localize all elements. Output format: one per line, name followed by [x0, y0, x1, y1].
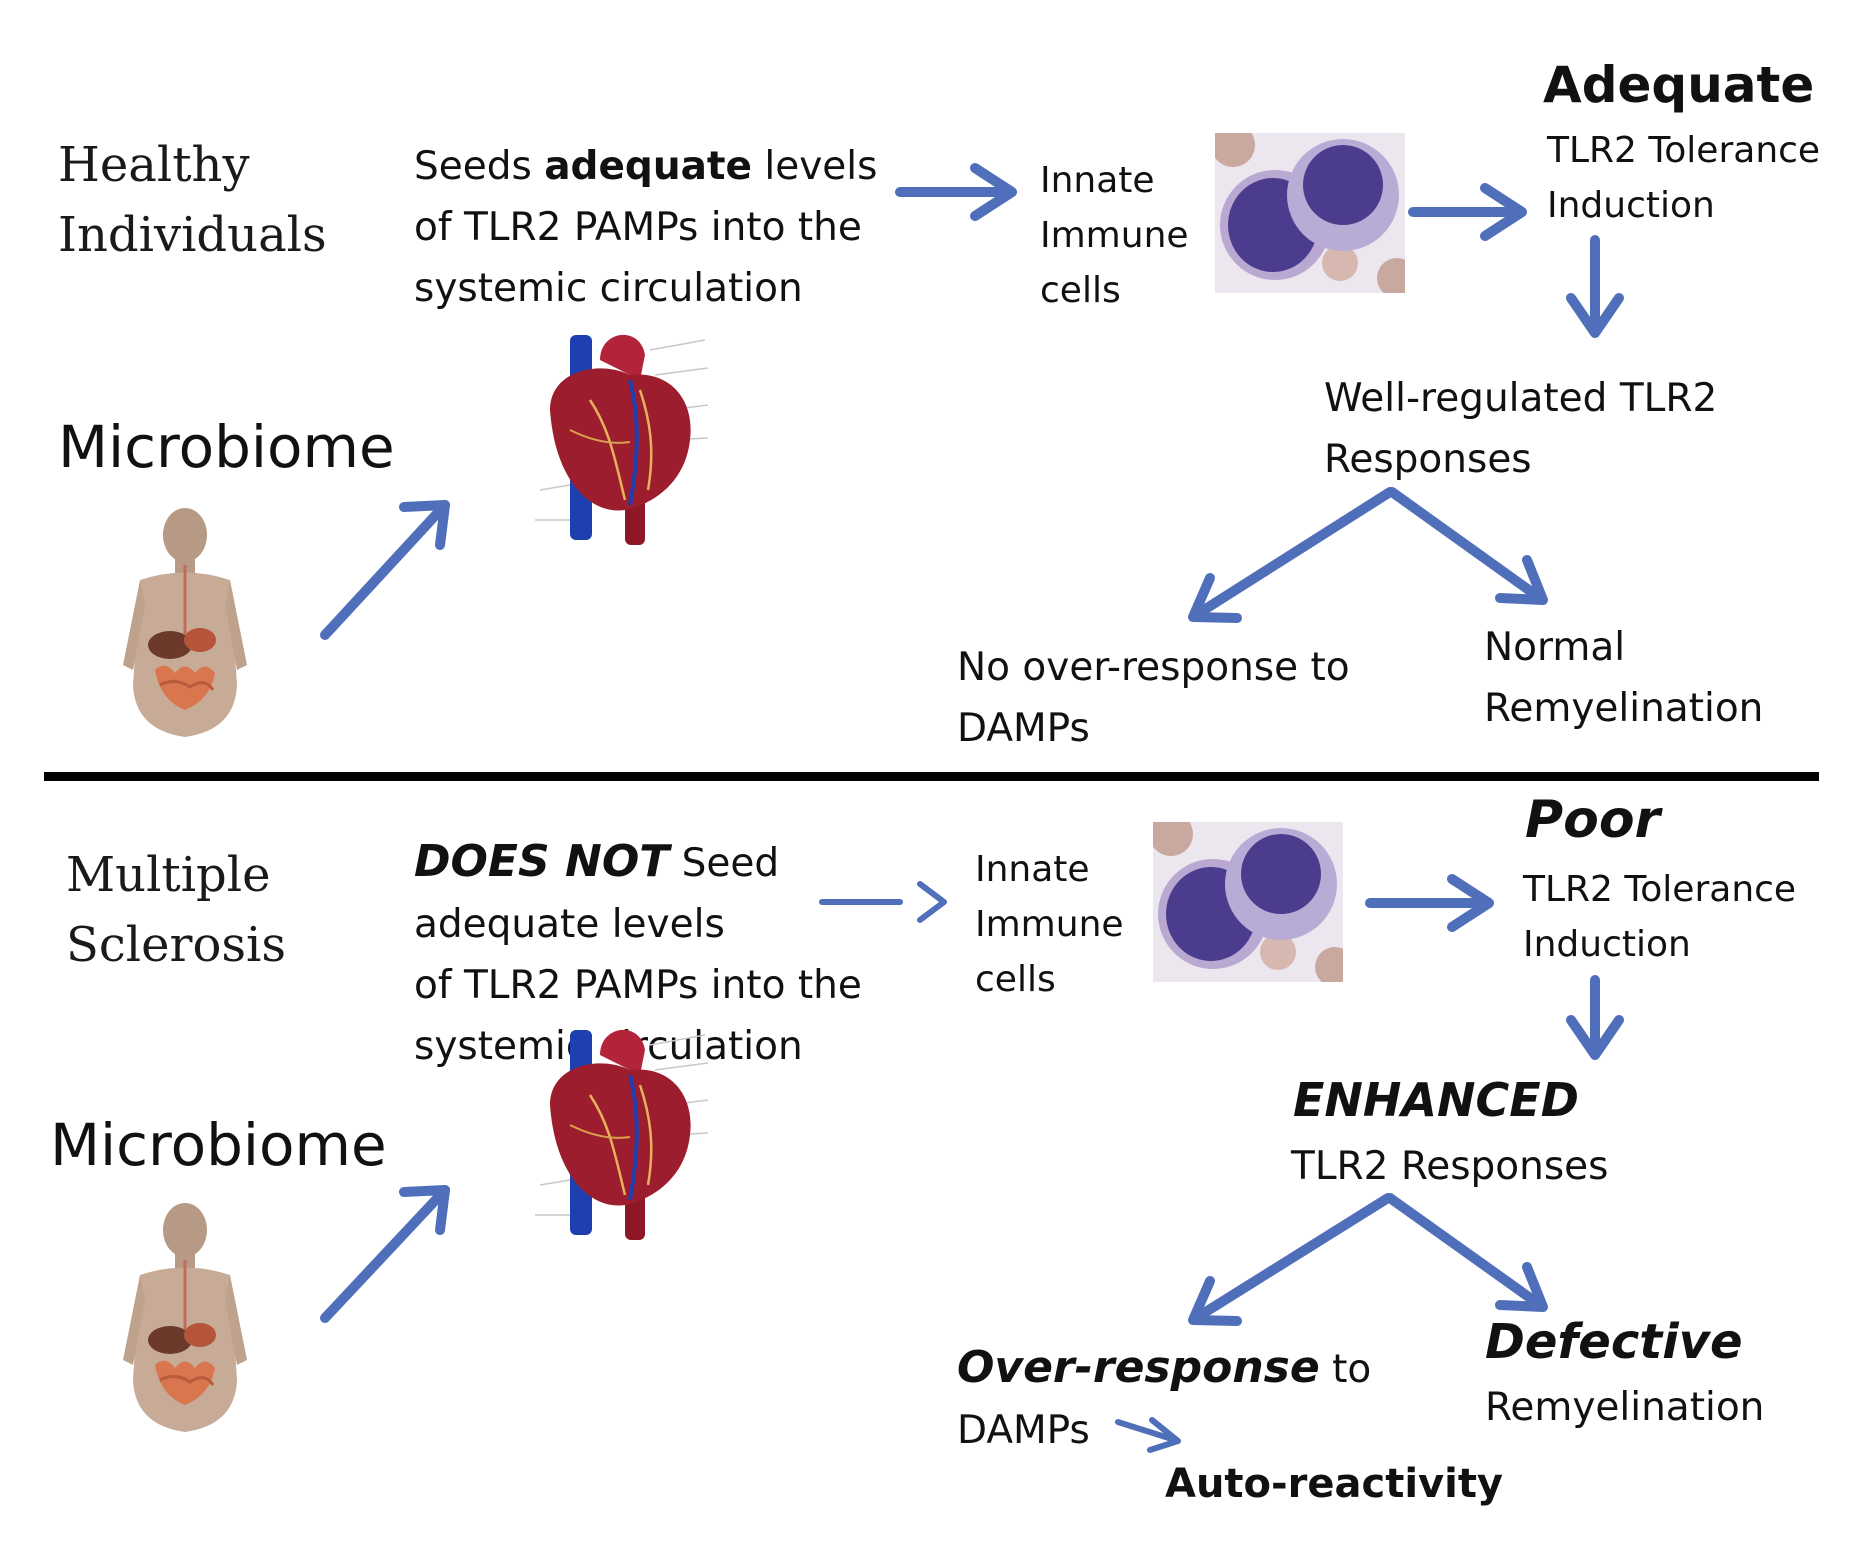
healthy-immune-cells-icon: [1215, 133, 1405, 293]
healthy-arrow-microbiome-to-heart: [320, 500, 450, 640]
ms-innate-label: Innate Immune cells: [975, 849, 1124, 1000]
ms-outcome-defective-heading: Defective: [1485, 1314, 1743, 1370]
ms-arrow-cells-to-tolerance: [1365, 874, 1494, 932]
ms-arrow-damps-to-autoreactivity: [1115, 1417, 1181, 1453]
healthy-arrow-seeds-to-innate: [895, 163, 1017, 221]
healthy-seeds-text: Seeds adequate levels of TLR2 PAMPs into…: [414, 136, 877, 319]
ms-microbiome-label: Microbiome: [50, 1111, 387, 1179]
healthy-arrow-tolerance-to-response: [1566, 235, 1624, 338]
healthy-seeds-line1: Seeds adequate levels: [414, 144, 878, 189]
healthy-outcome-remyelination: Normal Remyelination: [1484, 625, 1764, 731]
healthy-body-icon: [123, 508, 247, 737]
ms-arrow-microbiome-to-heart: [320, 1185, 450, 1323]
healthy-response-label: Well-regulated TLR2 Responses: [1324, 376, 1718, 482]
healthy-title: Healthy Individuals: [58, 130, 327, 270]
healthy-heart-icon: [535, 334, 709, 545]
ms-outcome-remyelination: Remyelination: [1485, 1385, 1765, 1430]
healthy-seeds-line2: of TLR2 PAMPs into the: [414, 205, 862, 250]
panel-divider: [44, 772, 1819, 781]
healthy-seeds-line3: systemic circulation: [414, 266, 803, 311]
healthy-arrow-cells-to-tolerance: [1408, 183, 1527, 241]
healthy-arrow-response-to-remyelination: [1387, 487, 1548, 605]
ms-seeds-line3: of TLR2 PAMPs into the: [414, 963, 862, 1008]
ms-title-line2: Sclerosis: [66, 917, 286, 973]
healthy-outcome-damps: No over-response to DAMPs: [957, 645, 1350, 751]
healthy-arrow-response-to-damps: [1188, 487, 1395, 623]
healthy-title-line1: Healthy: [58, 137, 250, 193]
ms-heart-icon: [535, 1029, 709, 1240]
ms-response-heading: ENHANCED: [1293, 1073, 1579, 1127]
ms-response-label: TLR2 Responses: [1291, 1144, 1609, 1189]
ms-body-icon: [123, 1203, 247, 1432]
healthy-innate-label: Innate Immune cells: [1040, 160, 1189, 311]
ms-tolerance-heading: Poor: [1525, 790, 1661, 850]
ms-seeds-line1: DOES NOT Seed: [414, 836, 780, 887]
ms-title-line1: Multiple: [66, 847, 271, 903]
ms-seeds-line2: adequate levels: [414, 902, 725, 947]
healthy-microbiome-label: Microbiome: [58, 413, 395, 481]
ms-tolerance-label: TLR2 Tolerance Induction: [1523, 869, 1797, 965]
ms-autoreactivity-label: Auto-reactivity: [1165, 1461, 1504, 1507]
healthy-tolerance-label: TLR2 Tolerance Induction: [1547, 130, 1821, 226]
healthy-title-line2: Individuals: [58, 207, 327, 263]
healthy-tolerance-heading: Adequate: [1543, 56, 1815, 114]
ms-arrow-response-to-defective: [1385, 1193, 1548, 1312]
ms-arrow-seeds-to-innate: [819, 881, 947, 923]
ms-arrow-tolerance-to-response: [1566, 975, 1624, 1060]
ms-arrow-response-to-damps: [1188, 1193, 1393, 1326]
ms-title: Multiple Sclerosis: [66, 840, 286, 980]
ms-outcome-damps: Over-response to DAMPs: [957, 1342, 1372, 1453]
ms-immune-cells-icon: [1153, 822, 1343, 982]
